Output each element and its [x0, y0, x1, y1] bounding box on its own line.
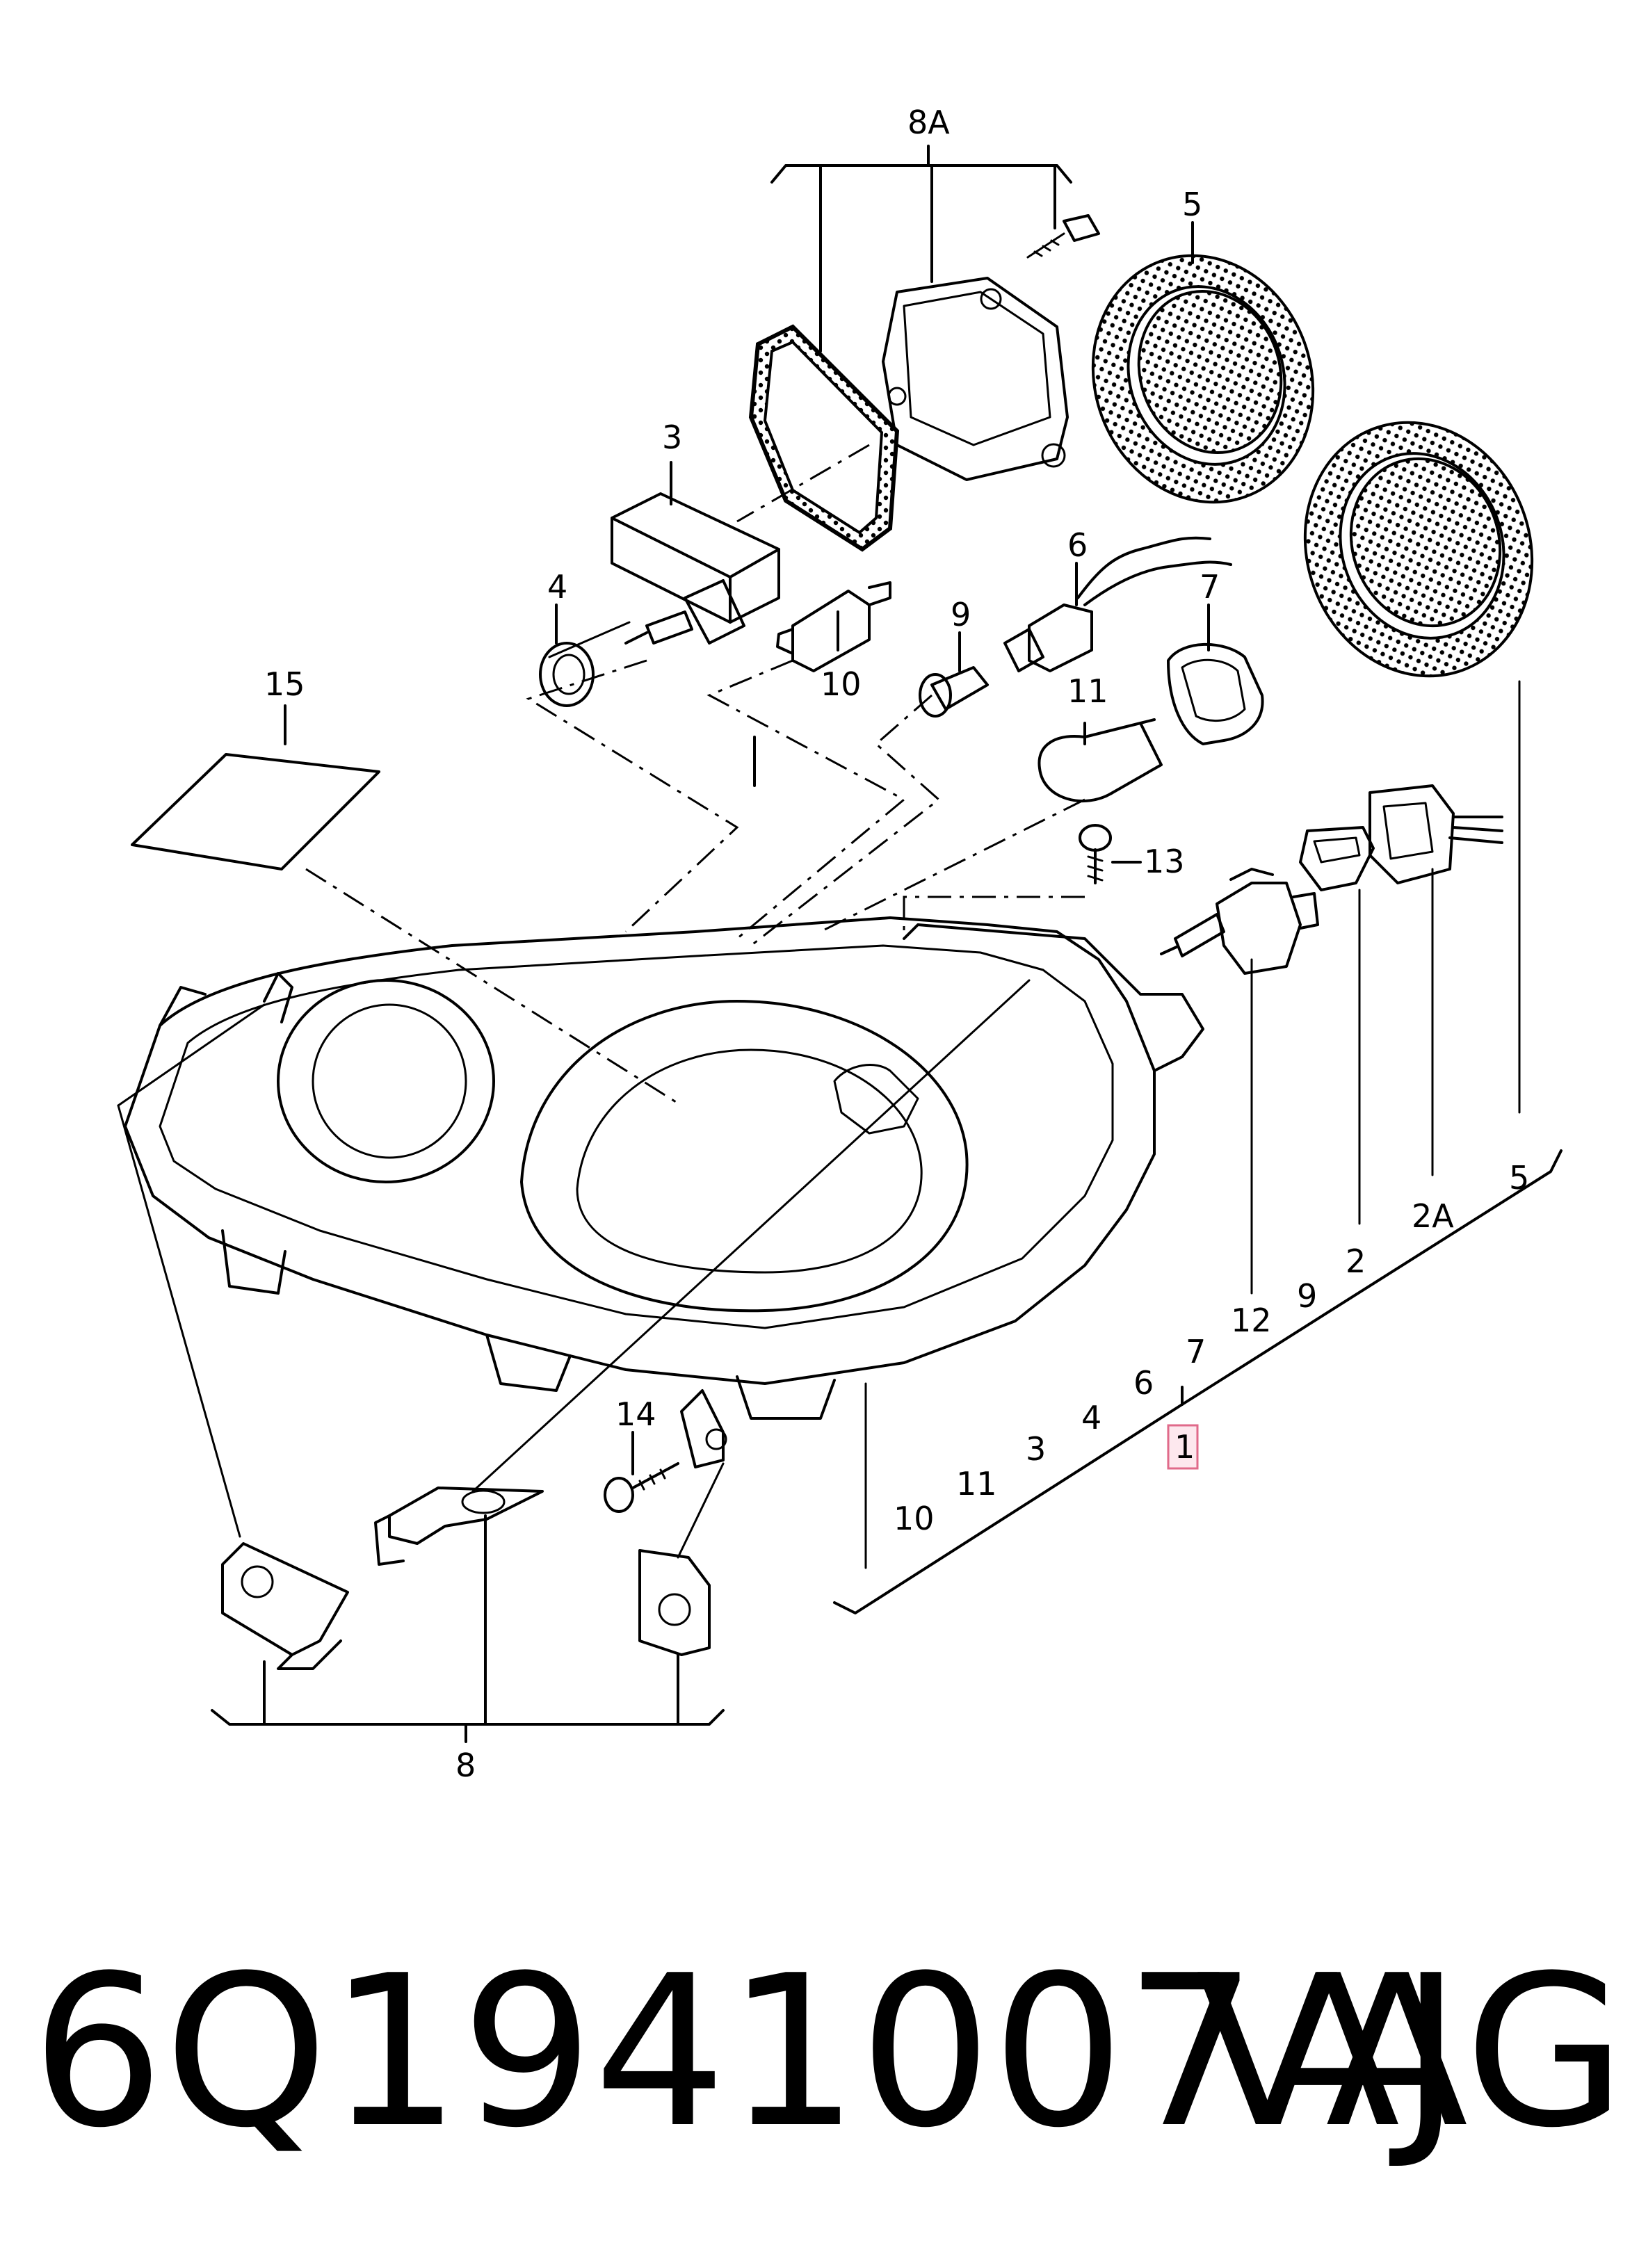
- repair-bracket-middle: [374, 1487, 544, 1566]
- bracket-label-12: 12: [1231, 1302, 1272, 1339]
- repair-bracket-right: [638, 1549, 711, 1656]
- bracket-label-9: 9: [1297, 1277, 1317, 1315]
- label-8a: 8A: [907, 104, 950, 141]
- label-15: 15: [264, 665, 305, 703]
- bulb-holder-7: [1167, 642, 1264, 745]
- top-screw: [1026, 214, 1100, 259]
- bracket-label-11: 11: [956, 1465, 997, 1502]
- bracket-label-3: 3: [1026, 1430, 1046, 1468]
- label-4: 4: [547, 568, 567, 606]
- retaining-ring: [539, 642, 595, 707]
- assembly-lines: [305, 444, 1085, 1107]
- control-unit-gasket: [748, 324, 900, 552]
- wire-harness: [1003, 536, 1232, 672]
- label-13: 13: [1144, 843, 1185, 880]
- bracket-label-5: 5: [1509, 1159, 1529, 1197]
- headlight-housing: [124, 916, 1204, 1420]
- bracket-label-2a: 2A: [1412, 1197, 1454, 1235]
- main-part-highlight: [1167, 1424, 1199, 1470]
- bracket-label-10: 10: [894, 1500, 935, 1537]
- label-sticker: [131, 753, 380, 870]
- headlight-control-unit: [882, 277, 1069, 481]
- repair-bracket-left: [221, 1542, 349, 1670]
- cover-cap-upper: [1091, 254, 1315, 504]
- callout-labels: 8A 5 3 6 4 9 7 10 11 15 13 14 8 5 2A 2 9…: [264, 104, 1529, 1784]
- label-8: 8: [455, 1747, 476, 1784]
- label-5-top: 5: [1182, 186, 1202, 223]
- label-3: 3: [662, 419, 682, 456]
- screw-13: [1079, 824, 1112, 884]
- bracket-label-2: 2: [1346, 1242, 1366, 1280]
- leveling-motor: [611, 492, 780, 645]
- bulb-10: [776, 581, 891, 672]
- label-14: 14: [615, 1395, 656, 1433]
- bracket-8a: [770, 145, 1072, 353]
- mount-tab: [680, 1389, 727, 1468]
- callout-leaders: [284, 221, 1210, 1475]
- label-11: 11: [1067, 672, 1108, 710]
- connector-2a: [1368, 784, 1503, 884]
- label-6: 6: [1067, 526, 1088, 564]
- label-1: 1: [1174, 1428, 1195, 1466]
- screw-14: [604, 1462, 679, 1513]
- label-9: 9: [951, 596, 971, 633]
- bulb-11: [1038, 718, 1163, 803]
- label-7: 7: [1200, 568, 1220, 606]
- label-10: 10: [821, 665, 862, 703]
- bracket-label-4: 4: [1081, 1399, 1101, 1436]
- bracket-label-6: 6: [1133, 1364, 1154, 1402]
- bracket-8: [211, 1514, 725, 1743]
- bulb-12: [1160, 868, 1319, 975]
- cover-cap-lower: [1303, 421, 1534, 678]
- socket-2: [1299, 826, 1375, 891]
- brand-name: VAG: [1196, 1931, 1626, 2173]
- bracket-label-7: 7: [1186, 1333, 1206, 1370]
- part-leaders: [117, 621, 1031, 1569]
- bracket-1-leaders: [1250, 680, 1521, 1295]
- bulb-9: [919, 666, 989, 718]
- part-number: 6Q1941007AJ: [31, 1931, 1462, 2173]
- caption: 6Q1941007AJ VAG: [31, 1931, 1626, 2173]
- bracket-1: [833, 1149, 1563, 1614]
